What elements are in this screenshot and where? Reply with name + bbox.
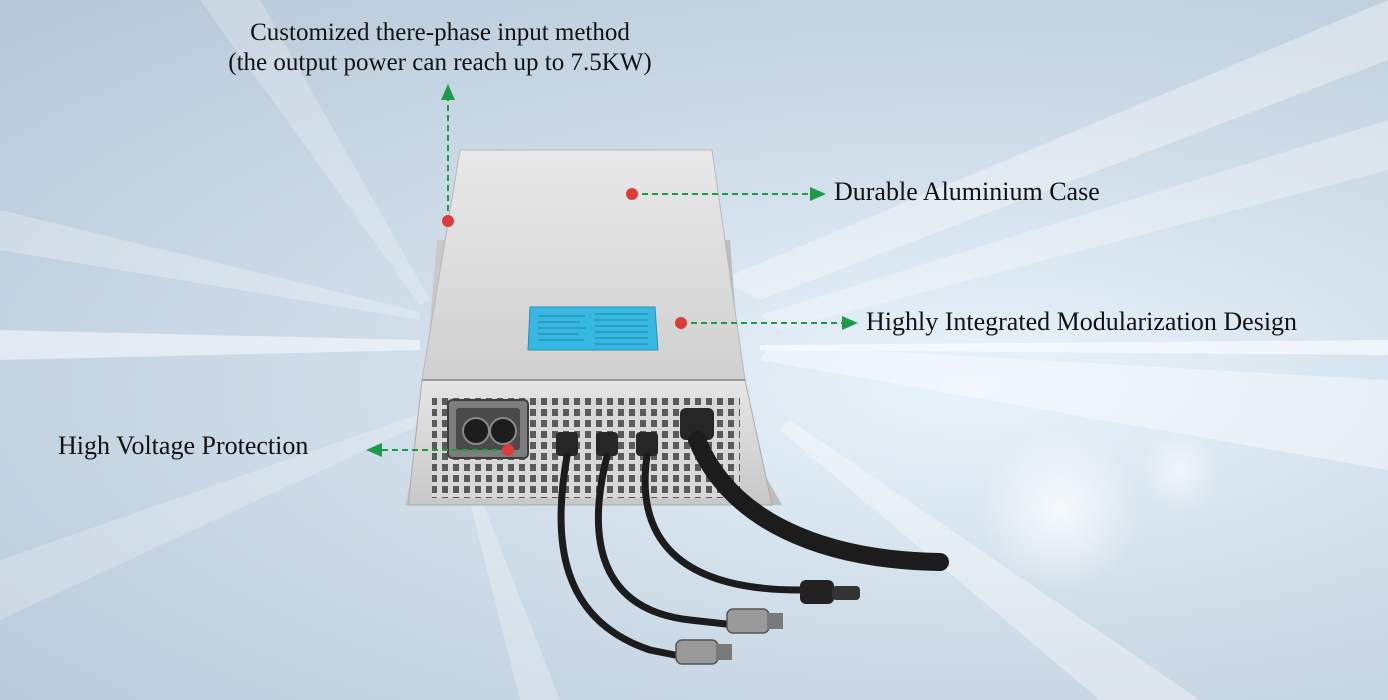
modularization-callout: Highly Integrated Modularization Design	[866, 307, 1298, 336]
marker-dots	[442, 188, 687, 456]
three-phase-callout-line-1: Customized there-phase input method	[250, 19, 630, 46]
high-voltage-connector	[447, 399, 529, 459]
high-voltage-protection-callout: High Voltage Protection	[58, 431, 309, 460]
aluminium-case-callout: Durable Aluminium Case	[834, 177, 1100, 206]
output-cables	[557, 431, 949, 662]
three-phase-callout-line-2: (the output power can reach up to 7.5KW)	[228, 49, 652, 76]
annotation-arrows	[382, 98, 842, 451]
cable-plugs	[675, 580, 860, 665]
specification-sticker	[527, 306, 659, 351]
three-phase-input-callout: Customized there-phase input method (the…	[0, 18, 880, 78]
arrow-heads	[366, 84, 858, 457]
cable-glands	[556, 408, 714, 456]
